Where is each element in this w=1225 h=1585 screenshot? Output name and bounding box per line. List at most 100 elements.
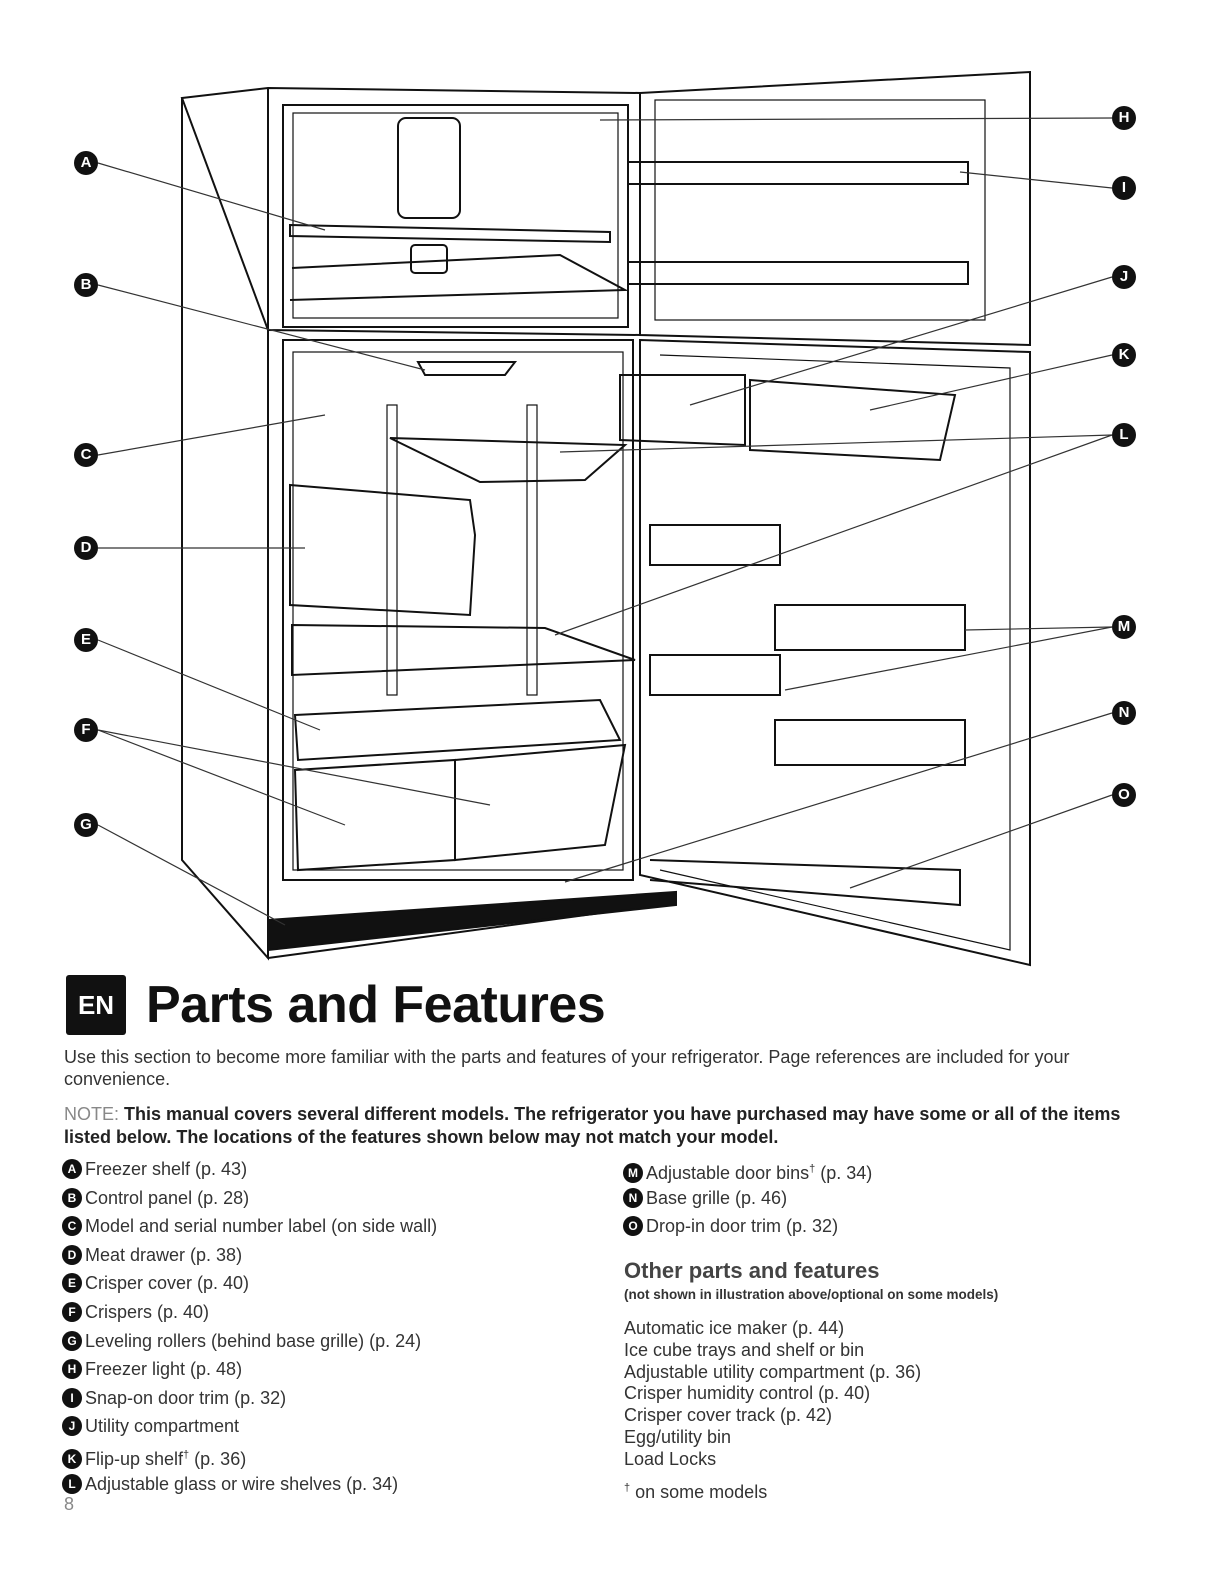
list-item-text: Freezer light (p. 48) [85, 1359, 243, 1380]
other-parts-heading: Other parts and features [624, 1258, 880, 1283]
list-letter-c: C [62, 1216, 82, 1237]
list-item-text: Leveling rollers (behind base grille) (p… [85, 1330, 422, 1351]
note-text: This manual covers several different mod… [64, 1104, 1121, 1147]
list-letter-l: L [62, 1473, 82, 1494]
list-letter-h: H [62, 1359, 82, 1380]
door-bin-4 [774, 719, 966, 766]
dagger-mark: † [183, 1448, 190, 1461]
callout-a: A [74, 151, 98, 175]
list-item-text: Drop-in door trim (p. 32) [646, 1216, 839, 1237]
crisper-cover-shape [293, 698, 622, 762]
list-letter-k: K [62, 1448, 82, 1469]
list-letter-e: E [62, 1273, 82, 1294]
list-item: Adjustable utility compartment (p. 36) [624, 1361, 922, 1382]
cabinet-outline [180, 86, 641, 337]
callout-b: B [74, 273, 98, 297]
list-item: Crisper cover track (p. 42) [624, 1405, 833, 1426]
refrigerator-illustration: A B C D E F G H I J K L M N O [74, 70, 1136, 967]
list-letter-g: G [62, 1330, 82, 1351]
flip-up-shelf-shape [749, 378, 957, 462]
callout-g: G [74, 813, 98, 837]
list-letter-f: F [62, 1301, 82, 1322]
list-letter-o: O [623, 1216, 643, 1237]
freezer-compartment [282, 104, 629, 328]
callout-l: L [1112, 423, 1136, 447]
list-letter-b: B [62, 1187, 82, 1208]
callout-d: D [74, 536, 98, 560]
door-bin-2 [774, 604, 966, 651]
intro-paragraph: Use this section to become more familiar… [64, 1047, 1070, 1089]
freezer-shelf [289, 223, 611, 244]
callout-o: O [1112, 783, 1136, 807]
base-grille-shape [267, 890, 677, 952]
freezer-door-bin-upper [627, 161, 969, 185]
list-item-text: Meat drawer (p. 38) [85, 1244, 243, 1265]
language-badge: EN [66, 975, 126, 1035]
door-bin-3 [649, 654, 781, 696]
list-letter-j: J [62, 1416, 82, 1437]
callout-c: C [74, 443, 98, 467]
footnote: † on some models [624, 1482, 767, 1503]
refrigerator-door [639, 338, 1031, 967]
list-item-page-ref: (p. 34) [815, 1163, 873, 1183]
list-item-text: Crisper cover (p. 40) [85, 1273, 250, 1294]
callout-f: F [74, 718, 98, 742]
list-item-text: Model and serial number label (on side w… [85, 1216, 438, 1237]
door-bin-1 [649, 524, 781, 566]
other-parts-list: Automatic ice maker (p. 44) Ice cube tra… [624, 1318, 921, 1471]
list-item-text: Snap-on door trim (p. 32) [85, 1387, 287, 1408]
callout-i: I [1112, 176, 1136, 200]
dagger-mark: † [624, 1482, 631, 1494]
list-item-text: Freezer shelf (p. 43) [85, 1159, 248, 1179]
callout-j: J [1112, 265, 1136, 289]
list-letter-a: A [62, 1159, 82, 1179]
other-parts-subheading: (not shown in illustration above/optiona… [624, 1287, 999, 1302]
dagger-mark: † [809, 1163, 816, 1175]
glass-shelf-lower [291, 623, 636, 677]
fresh-food-compartment [282, 339, 634, 881]
list-item-text: Adjustable door bins [646, 1163, 810, 1183]
callout-k: K [1112, 343, 1136, 367]
freezer-door [639, 70, 1031, 347]
utility-compartment-shape [619, 374, 746, 447]
refrigerator-drawing [97, 70, 1113, 967]
list-item: Load Locks [624, 1448, 717, 1469]
list-letter-n: N [623, 1187, 643, 1208]
note-paragraph: NOTE: This manual covers several differe… [64, 1103, 1164, 1149]
list-letter-i: I [62, 1387, 82, 1408]
glass-shelf-upper [389, 437, 628, 484]
list-item: Crisper humidity control (p. 40) [624, 1383, 871, 1404]
list-item-text: Utility compartment [85, 1416, 240, 1437]
list-item-page-ref: (p. 36) [189, 1448, 247, 1469]
ice-maker-shape [397, 117, 461, 219]
callout-e: E [74, 628, 98, 652]
list-item-text: Control panel (p. 28) [85, 1187, 250, 1208]
crisper-right [454, 743, 627, 862]
page-number: 8 [64, 1494, 75, 1514]
list-letter-m: M [623, 1163, 643, 1183]
list-item: Automatic ice maker (p. 44) [624, 1318, 845, 1338]
meat-drawer [289, 483, 477, 617]
control-panel-shape [416, 361, 518, 376]
callout-m: M [1112, 615, 1136, 639]
list-item-text: Adjustable glass or wire shelves (p. 34) [85, 1473, 399, 1494]
callout-n: N [1112, 701, 1136, 725]
note-label: NOTE: [64, 1104, 120, 1124]
